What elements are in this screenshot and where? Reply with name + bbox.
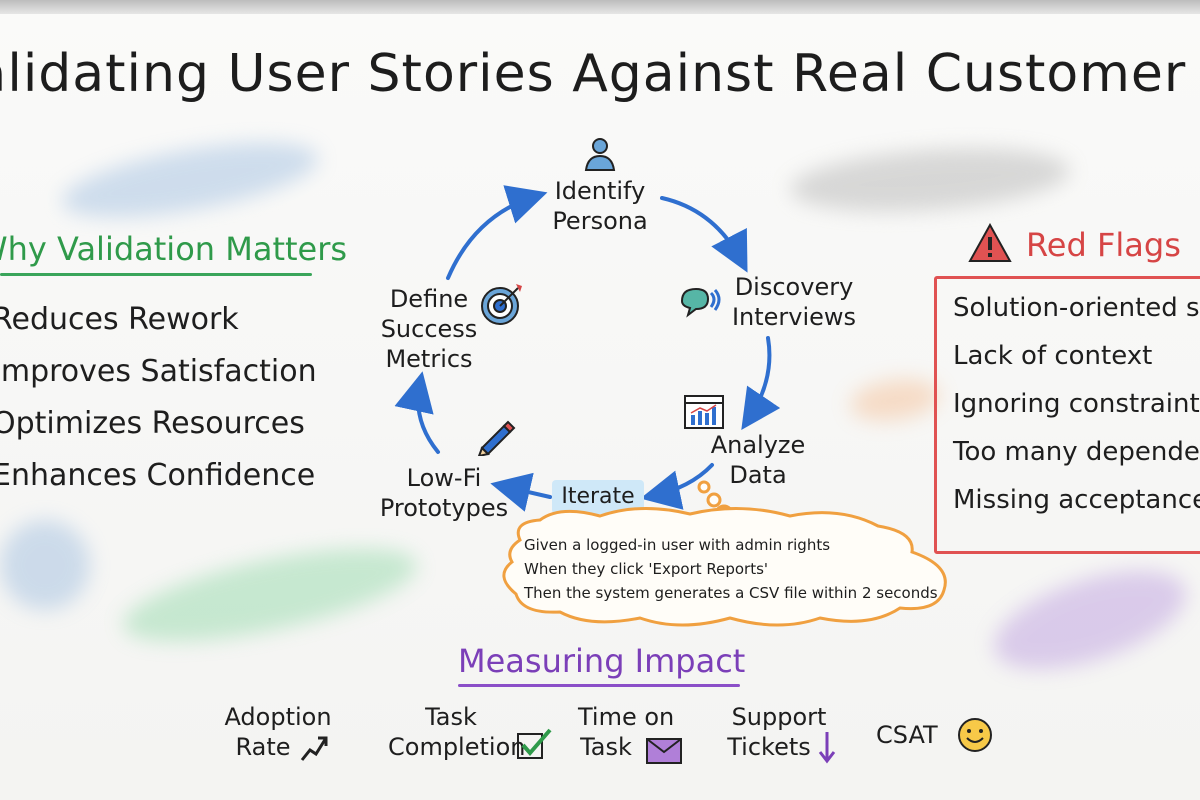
envelope-icon xyxy=(646,738,682,764)
target-icon xyxy=(481,284,522,325)
acceptance-line: When they click 'Export Reports' xyxy=(524,560,769,578)
acceptance-line: Then the system generates a CSV file wit… xyxy=(524,584,938,602)
metric-label: CSAT xyxy=(876,721,938,749)
metric-label: Rate xyxy=(235,733,291,761)
thought-bubble xyxy=(706,492,722,508)
node-label: Success xyxy=(380,315,478,343)
warning-icon xyxy=(968,223,1012,262)
metric-label: Time on xyxy=(578,703,675,731)
smudge xyxy=(0,520,90,610)
node-label: Metrics xyxy=(385,345,473,373)
metric-task-completion: Task Completion xyxy=(388,702,526,762)
metric-time-on-task: Time on Task xyxy=(578,702,674,762)
down-arrow-icon xyxy=(818,732,836,764)
node-label: Persona xyxy=(552,207,648,235)
whiteboard-frame xyxy=(0,0,1200,14)
metric-label: Tickets xyxy=(727,733,811,761)
node-label: Discovery xyxy=(734,273,854,301)
node-label: Analyze xyxy=(710,431,806,459)
node-label: Identify xyxy=(554,177,646,205)
metric-support-tickets: Support Tickets xyxy=(726,702,832,762)
why-item: Reduces Rework xyxy=(0,302,239,337)
person-icon xyxy=(584,138,616,171)
smiley-icon xyxy=(958,718,992,752)
why-underline xyxy=(0,273,312,276)
node-low-fi-prototypes: Low-Fi Prototypes xyxy=(378,463,510,523)
red-flags-title: Red Flags xyxy=(1026,226,1181,264)
red-flags-box xyxy=(934,276,1200,554)
red-flag-item: Too many dependenc xyxy=(953,437,1200,467)
why-item: Optimizes Resources xyxy=(0,406,305,441)
acceptance-line: Given a logged-in user with admin rights xyxy=(524,536,831,554)
impact-underline xyxy=(458,684,740,687)
node-label: Prototypes xyxy=(379,494,509,522)
arrow-analyze-to-iterate xyxy=(640,463,714,510)
red-flags-list: Solution-oriented st Lack of context Ign… xyxy=(953,290,1200,530)
node-analyze-data: Analyze Data xyxy=(706,430,810,490)
arrow-metrics-to-identify xyxy=(446,185,548,280)
node-label: Define xyxy=(389,285,469,313)
metric-label: Adoption xyxy=(224,703,332,731)
smudge xyxy=(116,529,424,661)
metric-label: Task xyxy=(425,703,477,731)
red-flag-item: Solution-oriented st xyxy=(953,293,1200,323)
smudge xyxy=(788,140,1072,220)
node-define-success-metrics: Define Success Metrics xyxy=(380,284,478,374)
red-flag-item: Lack of context xyxy=(953,341,1153,371)
red-flag-item: Ignoring constraints xyxy=(953,389,1200,419)
metric-label: Task xyxy=(580,733,632,761)
page-title: Validating User Stories Against Real Cus… xyxy=(0,44,1200,104)
pencil-icon xyxy=(477,420,516,456)
node-iterate: Iterate xyxy=(552,480,644,514)
speech-bubbles-icon xyxy=(680,287,721,318)
smudge xyxy=(847,373,943,427)
arrow-prototypes-to-metrics xyxy=(394,371,440,454)
node-identify-persona: Identify Persona xyxy=(538,176,662,236)
checkmark-icon xyxy=(517,728,552,759)
metric-label: Completion xyxy=(388,733,526,761)
why-validation-title: Why Validation Matters xyxy=(0,230,348,268)
metric-csat: CSAT xyxy=(876,720,938,750)
node-discovery-interviews: Discovery Interviews xyxy=(724,272,864,332)
acceptance-criteria-text: Given a logged-in user with admin rights… xyxy=(524,533,938,605)
smudge xyxy=(56,127,324,233)
why-list: Reduces Rework Improves Satisfaction Opt… xyxy=(0,300,317,508)
node-label: Low-Fi xyxy=(406,464,482,492)
bar-chart-icon xyxy=(684,395,724,429)
red-flag-item: Missing acceptance c xyxy=(953,485,1200,515)
thought-bubble xyxy=(714,504,734,524)
trend-up-icon xyxy=(300,736,328,761)
metric-adoption-rate: Adoption Rate xyxy=(222,702,334,762)
metric-label: Support xyxy=(731,703,827,731)
node-label: Data xyxy=(729,461,787,489)
node-label: Interviews xyxy=(731,303,857,331)
why-item: Enhances Confidence xyxy=(0,458,316,493)
arrow-discovery-to-analyze xyxy=(741,336,781,430)
arrow-identify-to-discovery xyxy=(660,196,748,273)
measuring-impact-title: Measuring Impact xyxy=(458,642,746,680)
smudge xyxy=(982,551,1198,689)
why-item: Improves Satisfaction xyxy=(0,354,317,389)
